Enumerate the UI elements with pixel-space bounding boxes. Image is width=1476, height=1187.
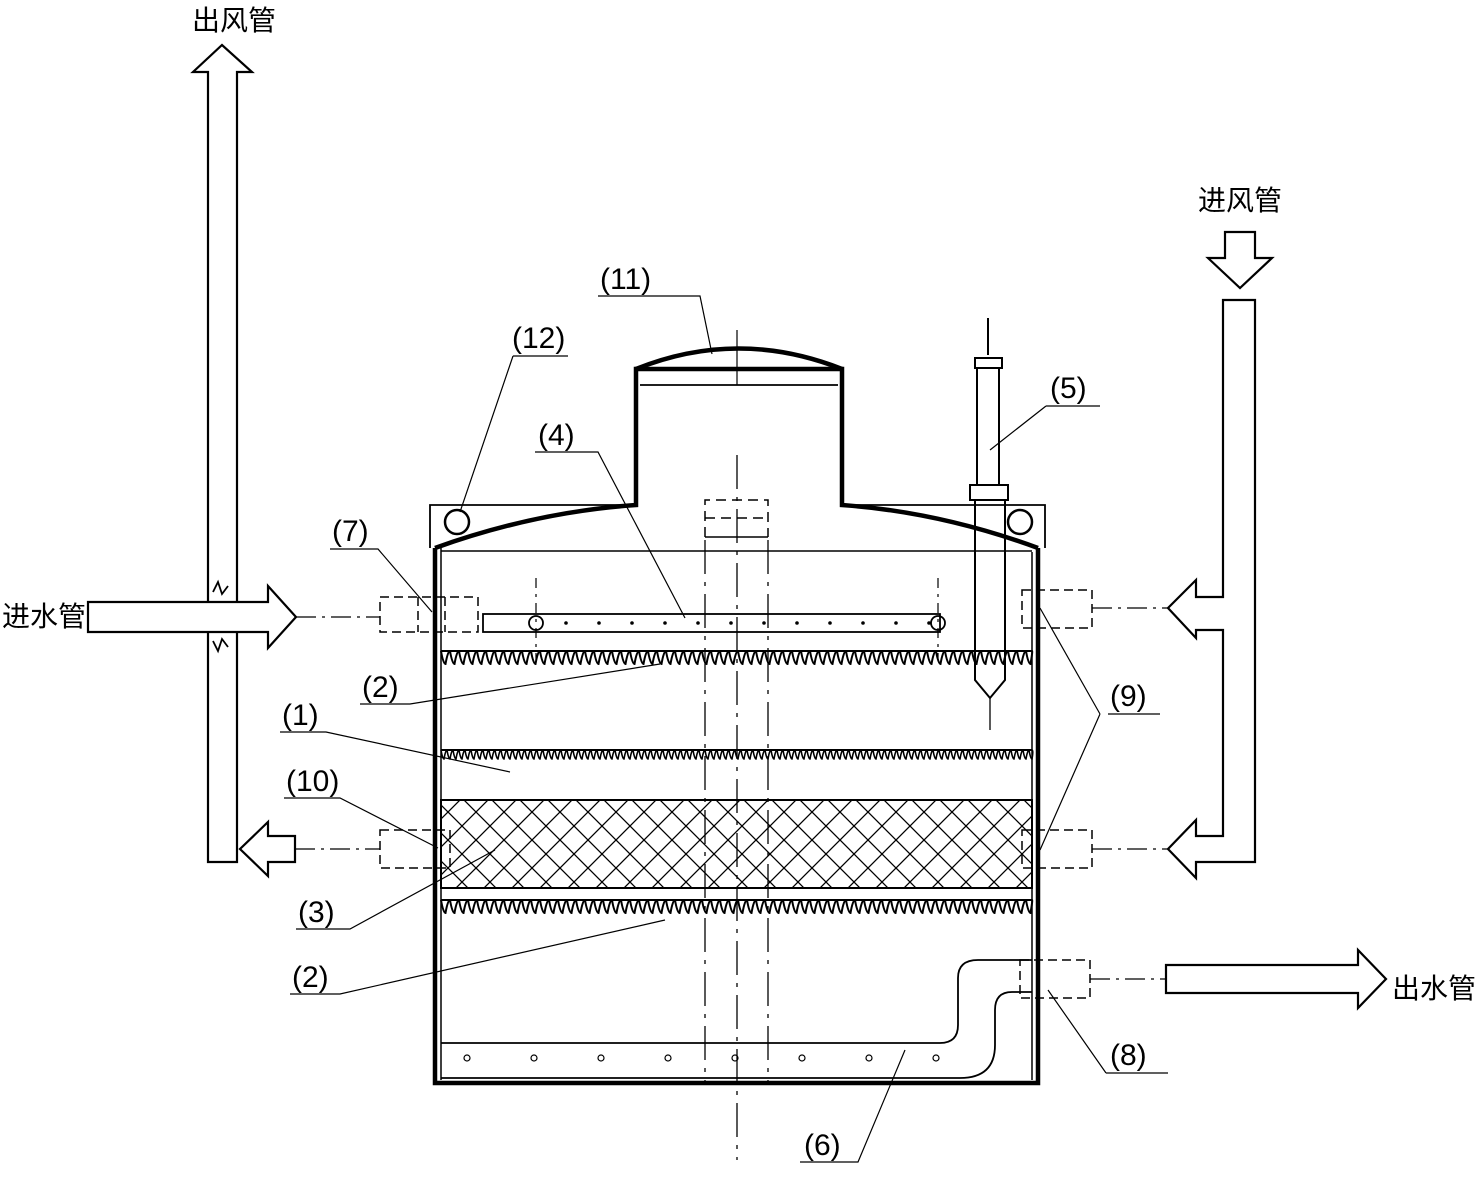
air-pipe-hole xyxy=(798,1054,806,1062)
callout-5: (5) xyxy=(1050,372,1087,405)
water-inlet-label: 进水管 xyxy=(2,600,86,633)
air-outlet-label: 出风管 xyxy=(192,4,276,37)
air-pipe-hole xyxy=(865,1054,873,1062)
air-pipe-hole xyxy=(597,1054,605,1062)
dome-cover xyxy=(635,330,843,386)
callout-12: (12) xyxy=(512,322,565,355)
distributor-hole xyxy=(762,621,766,625)
callout-11: (11) xyxy=(600,263,651,296)
callout-9: (9) xyxy=(1110,680,1147,713)
leader-lines xyxy=(280,295,1168,1163)
air-pipe-hole xyxy=(932,1054,940,1062)
air-pipe-hole xyxy=(530,1054,538,1062)
lifting-lug-left xyxy=(443,508,471,536)
air-pipe-hole xyxy=(463,1054,471,1062)
distributor-hole xyxy=(597,621,601,625)
bottom-air-pipe xyxy=(441,959,1032,1079)
air-inlet-label: 进风管 xyxy=(1198,184,1282,217)
water-distributor-pipe xyxy=(482,578,946,660)
callout-2-top: (2) xyxy=(362,671,399,704)
callout-1: (1) xyxy=(282,699,319,732)
water-inlet-connector xyxy=(379,596,479,633)
center-duct-top xyxy=(704,499,769,538)
air-inlet-connector-upper xyxy=(1021,589,1093,629)
mist-eliminator-top xyxy=(440,649,1034,666)
callout-8: (8) xyxy=(1110,1039,1147,1072)
air-outlet-connector xyxy=(379,829,451,869)
level-gauge xyxy=(969,318,1009,730)
callout-2-bottom: (2) xyxy=(292,961,329,994)
air-pipe-hole xyxy=(664,1054,672,1062)
distributor-hole xyxy=(630,621,634,625)
packing-layer xyxy=(440,799,1033,889)
distributor-hole xyxy=(729,621,733,625)
water-outlet-label: 出水管 xyxy=(1392,972,1476,1005)
callout-7: (7) xyxy=(332,515,369,548)
air-inlet-pipe xyxy=(1166,230,1275,881)
distributor-hole xyxy=(696,621,700,625)
distributor-hole xyxy=(861,621,865,625)
callout-4: (4) xyxy=(538,419,575,452)
distributor-hole xyxy=(795,621,799,625)
mist-eliminator-bottom xyxy=(440,898,1034,915)
distributor-hole xyxy=(564,621,568,625)
distributor-hole xyxy=(828,621,832,625)
support-plate xyxy=(440,749,1034,760)
distributor-hole xyxy=(927,621,931,625)
callout-10: (10) xyxy=(286,765,339,798)
water-outlet-connector xyxy=(1019,959,1091,999)
distributor-hole xyxy=(894,621,898,625)
water-inlet-arrow xyxy=(86,579,298,654)
air-inlet-connector-lower xyxy=(1021,829,1093,869)
callout-6: (6) xyxy=(804,1129,841,1162)
water-outlet-arrow xyxy=(1164,947,1388,1011)
air-outlet-pipe xyxy=(190,43,255,864)
distributor-hole xyxy=(663,621,667,625)
lifting-lug-right xyxy=(1006,508,1034,536)
air-pipe-hole xyxy=(731,1054,739,1062)
air-outlet-arrow xyxy=(238,819,297,879)
callout-3: (3) xyxy=(298,896,335,929)
